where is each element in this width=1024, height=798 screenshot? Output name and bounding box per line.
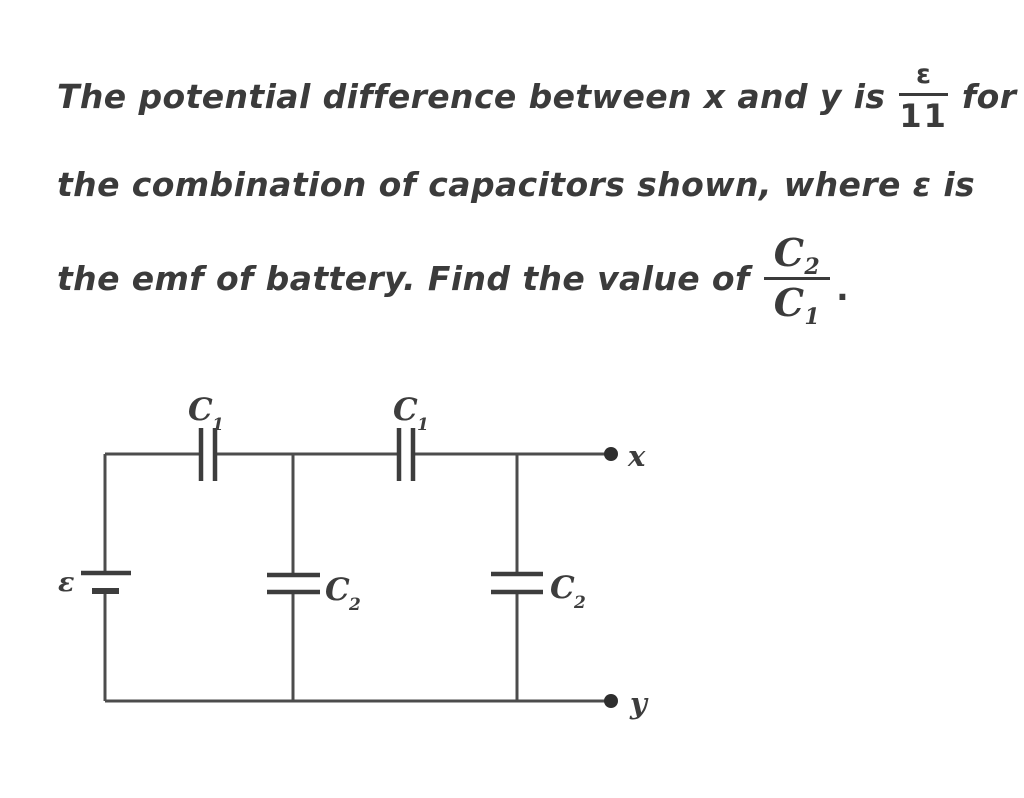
terminal-y-label: y: [629, 686, 649, 720]
fraction-bar: [899, 92, 948, 96]
capacitor-c1-left-subscript: 1: [212, 415, 224, 435]
capacitor-c2-middle-label: C: [325, 572, 350, 608]
fraction-denominator-c1: C1: [764, 284, 830, 329]
line3-text-pre: the emf of battery. Find the value of: [57, 258, 750, 298]
capacitor-c1-left-label: C: [188, 392, 213, 428]
capacitor-c1-right-subscript: 1: [417, 415, 429, 435]
battery-emf-label: ε: [58, 567, 74, 598]
line1-text-pre: The potential difference between x and y…: [57, 76, 886, 116]
fraction-emf-over-11: ε 11: [899, 61, 948, 132]
problem-statement-line-1: The potential difference between x and y…: [57, 48, 1016, 144]
problem-statement-line-2: the combination of capacitors shown, whe…: [57, 160, 975, 208]
sentence-period: .: [836, 269, 850, 308]
capacitor-c1-right-label: C: [393, 392, 418, 428]
fraction-c2-over-c1: C2 C1: [763, 234, 831, 329]
fraction-numerator-emf: ε: [915, 58, 932, 90]
fraction-denominator-11: 11: [899, 96, 948, 135]
c1-subscript: 1: [804, 304, 821, 330]
capacitor-c2-middle-subscript: 2: [348, 595, 361, 615]
fraction-bar: [763, 277, 831, 280]
c1-base: C: [773, 280, 805, 325]
terminal-y-node: [604, 694, 618, 708]
capacitor-c2-right-label: C: [550, 570, 575, 606]
c2-subscript: 2: [804, 254, 821, 280]
problem-statement-line-3: the emf of battery. Find the value of C2…: [57, 222, 849, 334]
fraction-numerator-c2: C2: [764, 234, 830, 279]
terminal-x-label: x: [627, 439, 646, 473]
capacitor-c2-right-subscript: 2: [573, 593, 586, 613]
terminal-x-node: [604, 447, 618, 461]
line2-text: the combination of capacitors shown, whe…: [57, 164, 976, 204]
line1-text-post: for: [961, 76, 1017, 116]
c2-base: C: [773, 230, 805, 275]
